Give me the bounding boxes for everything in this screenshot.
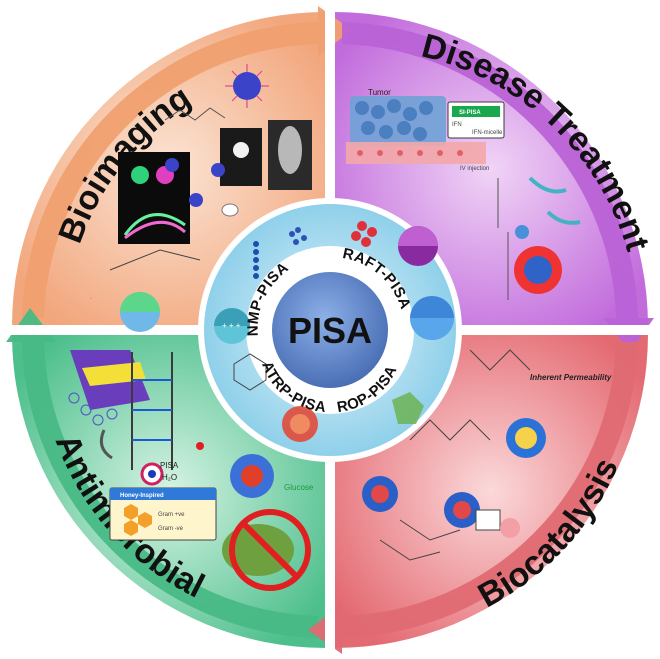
antimicrobial-arrow	[6, 308, 318, 638]
bioimaging-illustrations: ·	[90, 64, 312, 332]
honey-inspired-label: Honey-Inspired	[120, 493, 164, 499]
gram-negative-label: Gram -ve	[158, 526, 184, 532]
antimicrobial-illustrations: Honey-Inspired Gram +ve Gram -ve PISA H₂…	[68, 350, 314, 591]
pisa-center-circle	[272, 272, 388, 388]
svg-text:+ + +: + + +	[222, 321, 241, 330]
gram-positive-label: Gram +ve	[158, 512, 185, 518]
biocatalysis-illustrations: Inherent Permeability	[362, 349, 612, 561]
antimicrobial-h2o-label: H₂O	[162, 473, 177, 482]
ifn-label: IFN	[452, 122, 462, 128]
biocatalysis-arrow	[308, 342, 638, 654]
iv-injection-label: IV injection	[460, 166, 489, 172]
pisa-morphology-icons: + + +	[214, 221, 454, 442]
bioimaging-arrow	[22, 6, 352, 318]
inherent-permeability-label: Inherent Permeability	[530, 373, 612, 382]
bioimaging-caption-1: ·	[90, 296, 92, 302]
tumor-label: Tumor	[368, 88, 391, 97]
disease-treatment-illustrations: Tumor SI-PISA IFN IFN-micelle IV injecti…	[346, 88, 581, 300]
ifn-micelle-label: IFN-micelle	[472, 130, 503, 136]
pisa-center-title: PISA	[288, 310, 372, 351]
si-pisa-label: SI-PISA	[459, 110, 481, 116]
antimicrobial-pisa-label: PISA	[160, 461, 179, 470]
glucose-label: Glucose	[284, 483, 314, 492]
disease-treatment-arrow	[342, 22, 654, 352]
